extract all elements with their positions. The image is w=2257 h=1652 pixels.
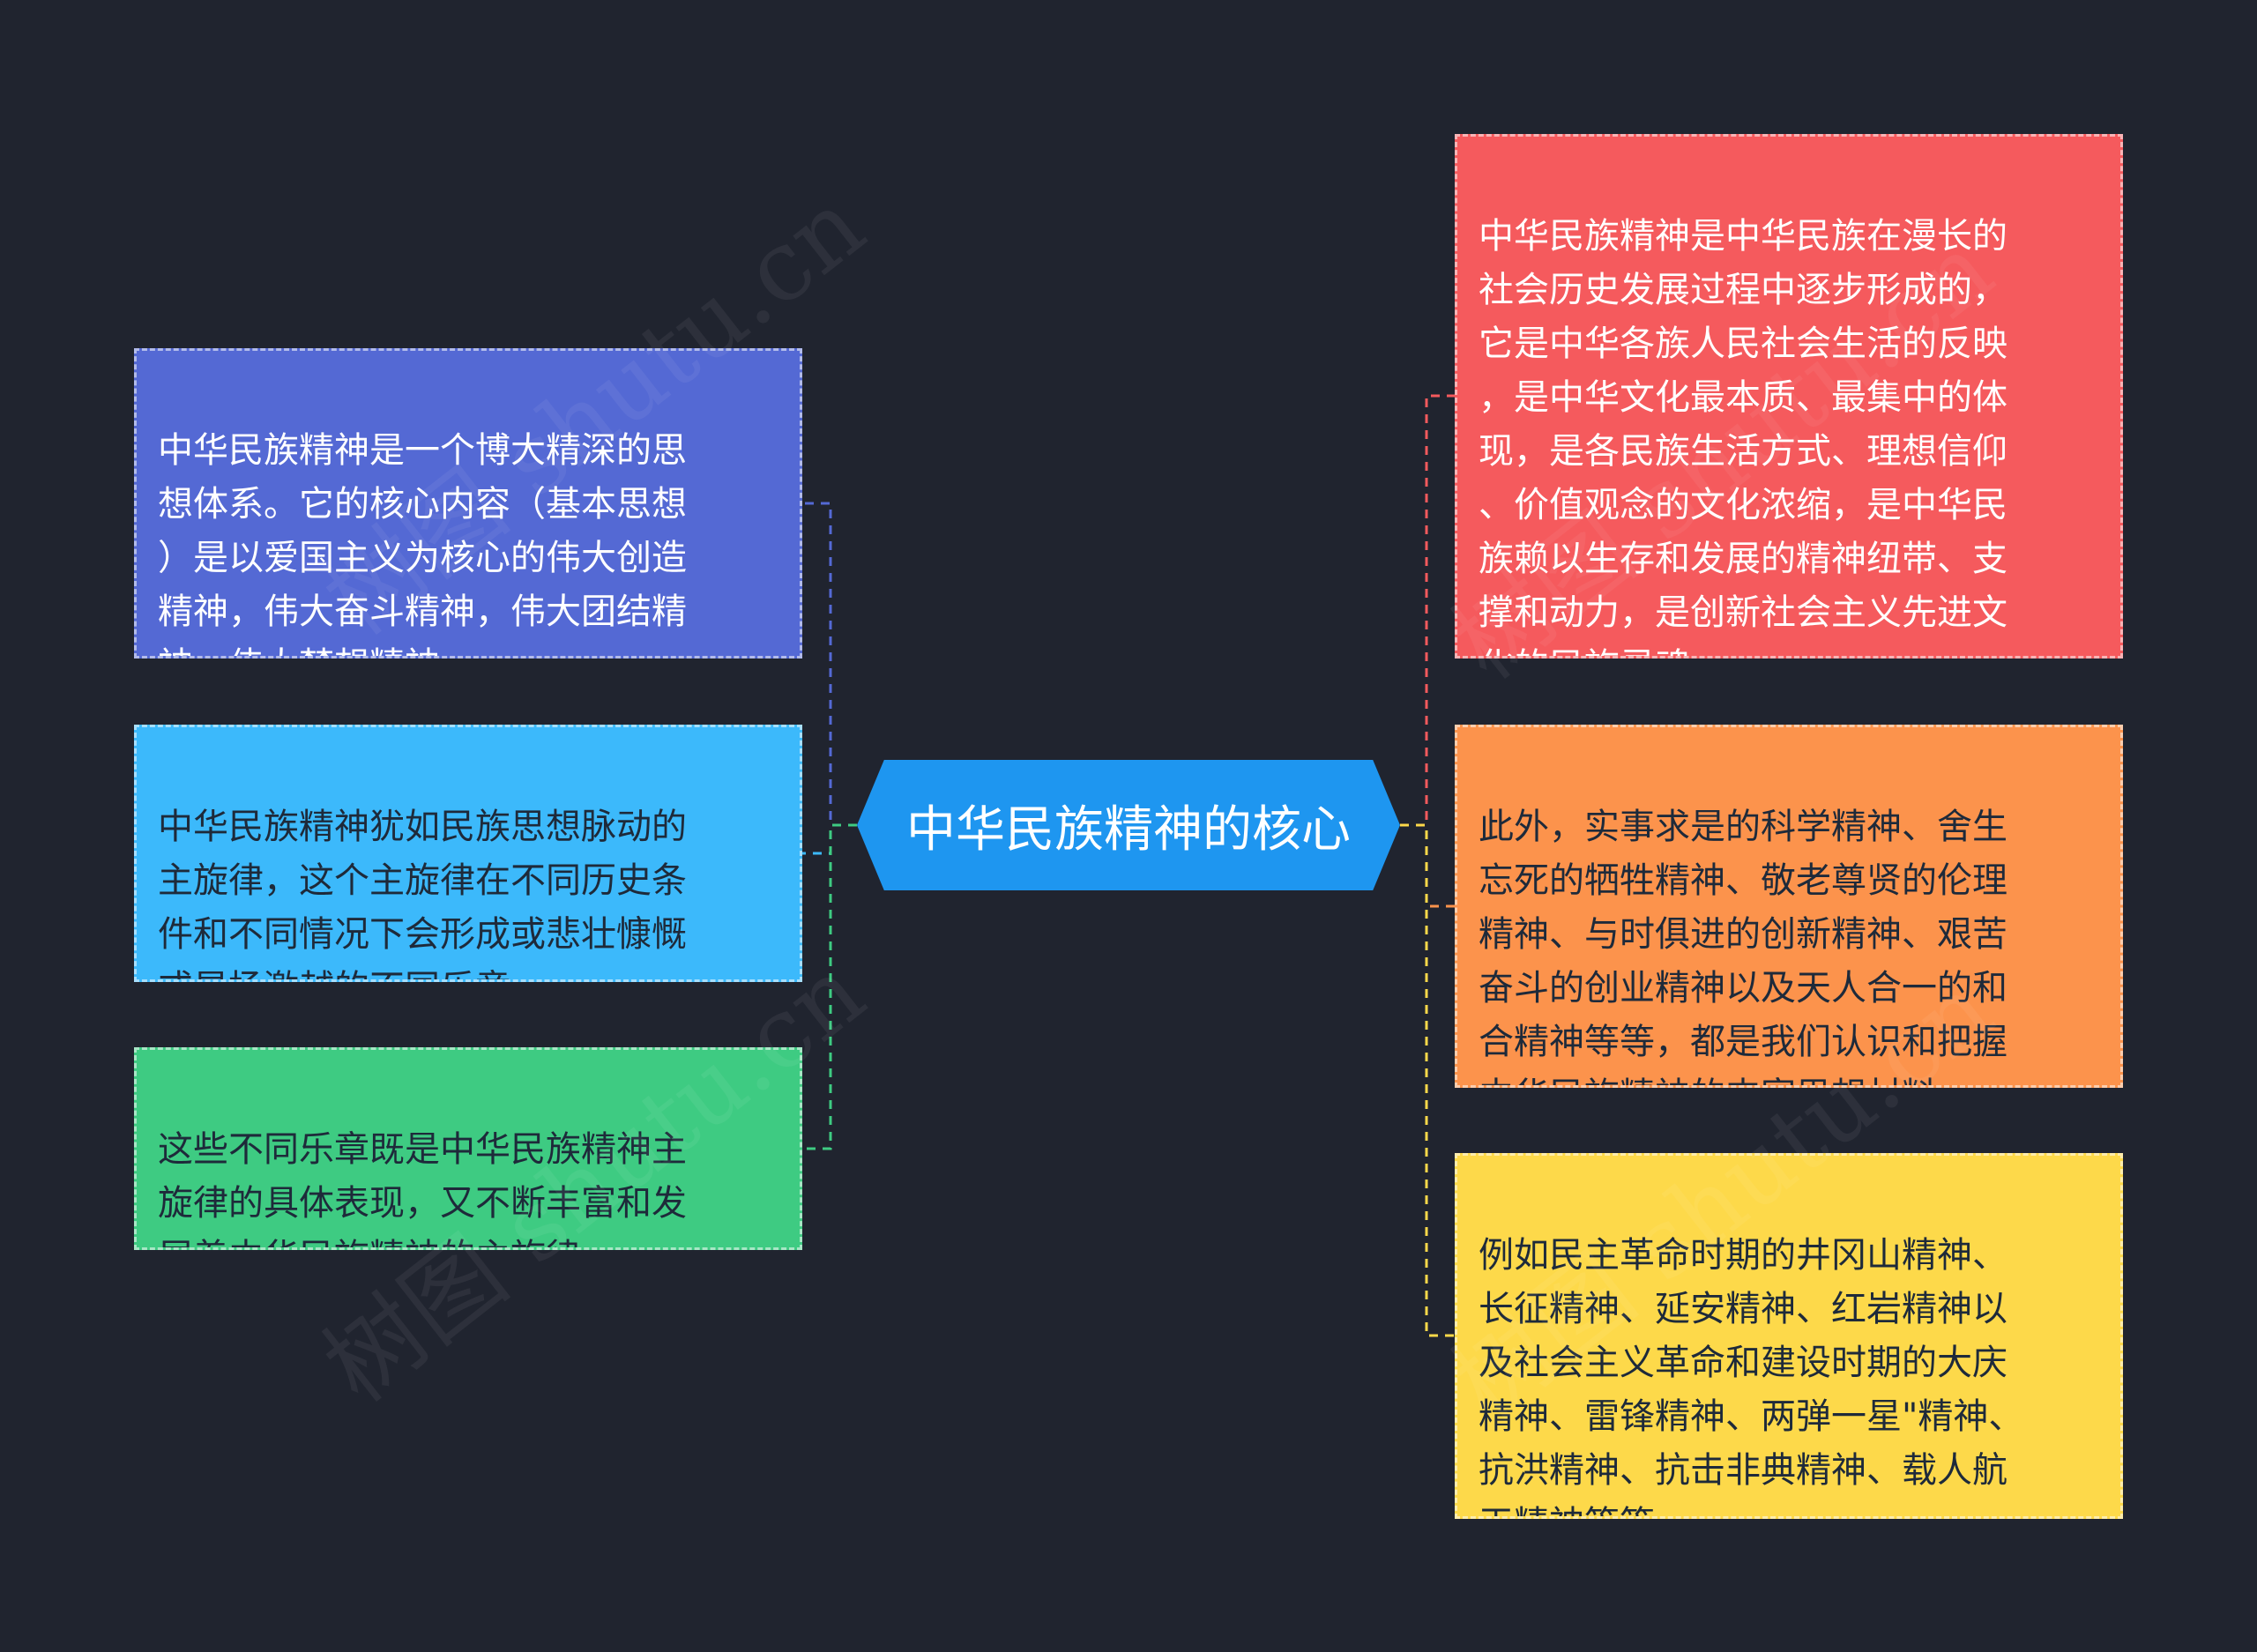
left-node-1[interactable]: 中华民族精神是一个博大精深的思 想体系。它的核心内容（基本思想 ）是以爱国主义为… — [134, 348, 802, 659]
right-node-2-text: 此外，实事求是的科学精神、舍生 忘死的牺牲精神、敬老尊贤的伦理 精神、与时俱进的… — [1479, 807, 2007, 1085]
left-node-3-text: 这些不同乐章既是中华民族精神主 旋律的具体表现，又不断丰富和发 展着中华民族精神… — [158, 1129, 687, 1247]
center-topic-label: 中华民族精神的核心 — [906, 800, 1351, 859]
left-node-2[interactable]: 中华民族精神犹如民族思想脉动的 主旋律，这个主旋律在不同历史条 件和不同情况下会… — [134, 725, 802, 982]
connector-left-1 — [802, 502, 857, 827]
right-node-1-text: 中华民族精神是中华民族在漫长的 社会历史发展过程中逐步形成的， 它是中华各族人民… — [1479, 216, 2007, 656]
connector-left-3 — [802, 823, 857, 1150]
connector-right-3 — [1400, 823, 1455, 1337]
right-node-3-text: 例如民主革命时期的井冈山精神、 长征精神、延安精神、红岩精神以 及社会主义革命和… — [1479, 1235, 2024, 1516]
connector-right-1 — [1400, 394, 1455, 827]
right-node-2[interactable]: 此外，实事求是的科学精神、舍生 忘死的牺牲精神、敬老尊贤的伦理 精神、与时俱进的… — [1455, 725, 2123, 1088]
center-topic[interactable]: 中华民族精神的核心 — [857, 760, 1400, 890]
left-node-3[interactable]: 这些不同乐章既是中华民族精神主 旋律的具体表现，又不断丰富和发 展着中华民族精神… — [134, 1047, 802, 1250]
right-node-3[interactable]: 例如民主革命时期的井冈山精神、 长征精神、延安精神、红岩精神以 及社会主义革命和… — [1455, 1153, 2123, 1519]
left-node-1-text: 中华民族精神是一个博大精深的思 想体系。它的核心内容（基本思想 ）是以爱国主义为… — [158, 430, 687, 656]
right-node-1[interactable]: 中华民族精神是中华民族在漫长的 社会历史发展过程中逐步形成的， 它是中华各族人民… — [1455, 134, 2123, 659]
left-node-2-text: 中华民族精神犹如民族思想脉动的 主旋律，这个主旋律在不同历史条 件和不同情况下会… — [158, 807, 687, 979]
